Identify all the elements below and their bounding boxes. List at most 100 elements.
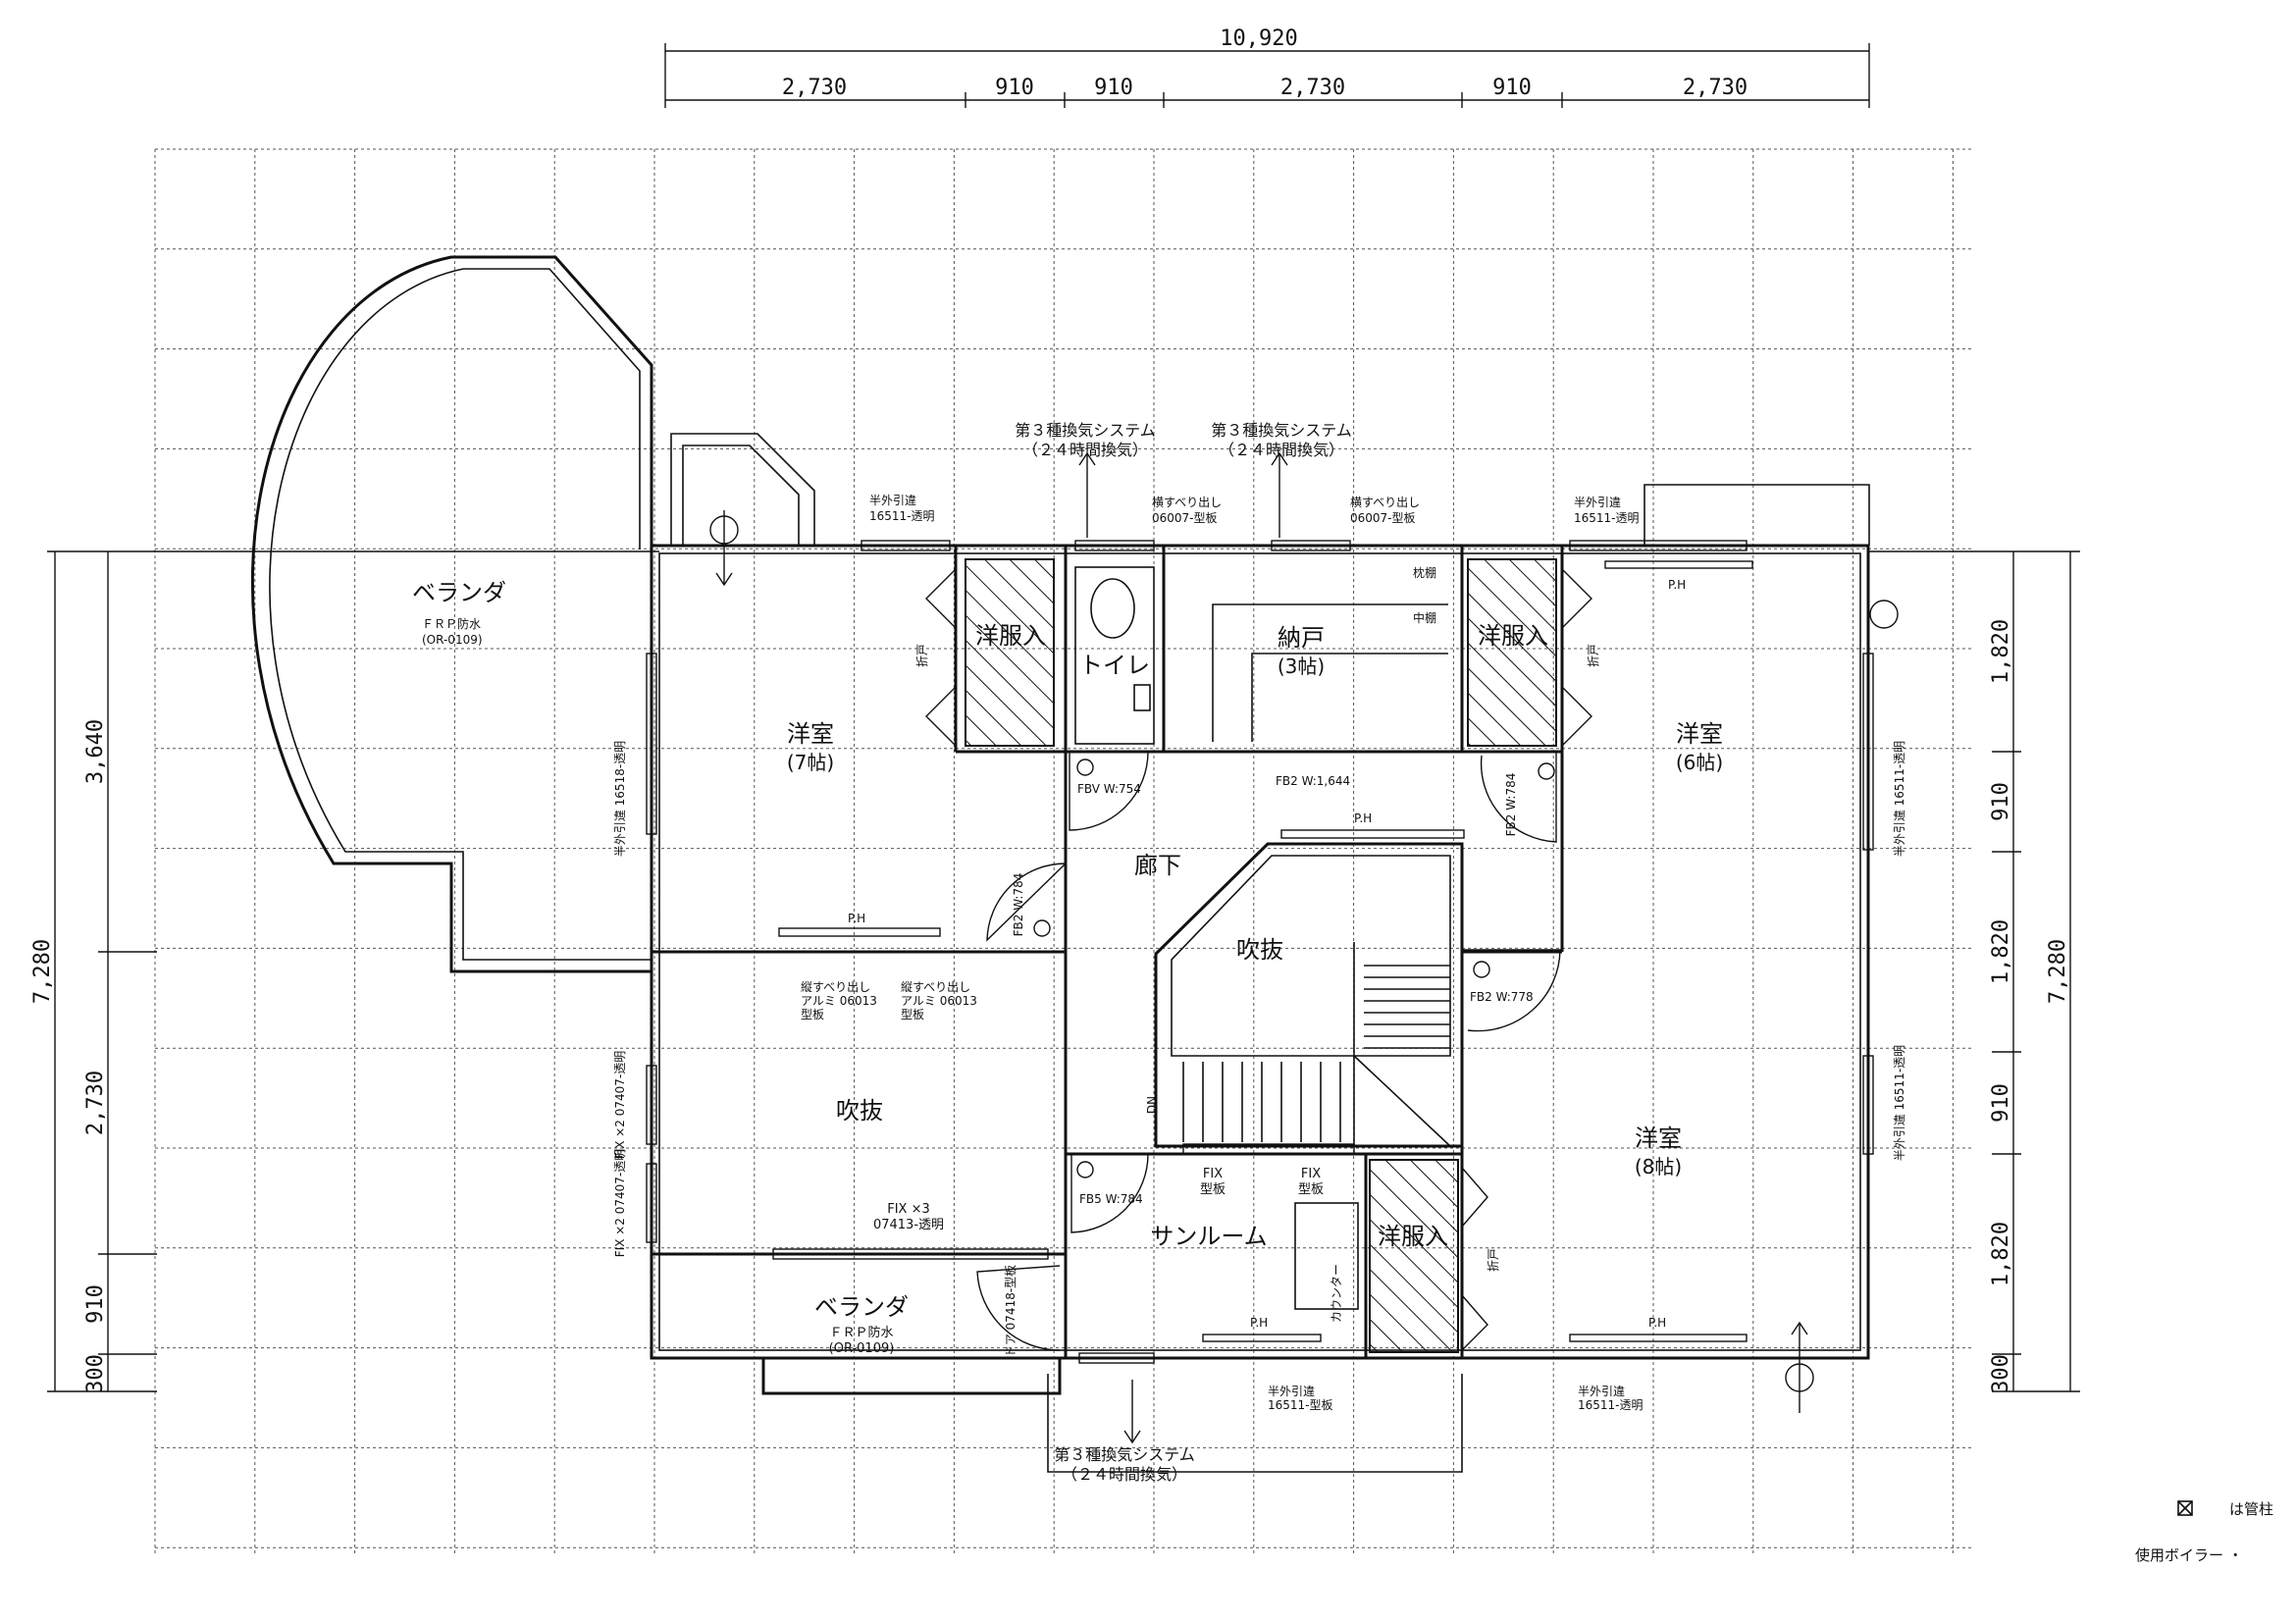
closet-left-label: 洋服入 <box>975 622 1046 650</box>
veranda-top-code: (OR-0109) <box>422 633 483 647</box>
dim-right-seg-3: 1,820 <box>1989 919 2013 984</box>
right-wall-window-a: 半外引違 16511-透明 <box>1893 741 1906 857</box>
veranda-top-spec: ＦＲＰ防水 <box>422 616 481 631</box>
legend-pillar-text: は管柱 <box>2229 1500 2274 1518</box>
closet-bottom-hatch <box>1369 1159 1459 1353</box>
folding-door-right: 折戸 <box>1586 644 1600 667</box>
dim-right-seg-2: 910 <box>1989 782 2013 821</box>
right-wall-window-b: 半外引違 16511-透明 <box>1893 1045 1906 1161</box>
win-vent2-1: 横すべり出し <box>1350 496 1420 509</box>
dimension-lines: 10,920 2,730 910 910 2,730 910 2,730 7,2… <box>30 26 2080 1393</box>
storage-shelf-outline <box>1212 603 1448 742</box>
veranda-bottom-name: ベランダ <box>814 1293 909 1321</box>
dim-right-seg-6: 300 <box>1989 1354 2013 1393</box>
dim-left-seg-4: 300 <box>83 1354 108 1393</box>
stair-void <box>1154 842 1464 1148</box>
win-top-right-2: 16511-透明 <box>1574 511 1640 525</box>
win-inner-1: 縦すべり出し <box>801 980 870 994</box>
win-top-left-1: 半外引違 <box>869 494 916 507</box>
win-bottom-2b: 16511-透明 <box>1578 1398 1644 1412</box>
shelf-middle: 中棚 <box>1413 610 1436 625</box>
pillar-markers <box>709 515 1899 1392</box>
vent-system-1-sub: （２４時間換気） <box>1022 441 1148 459</box>
fix-x3-code: 07413-透明 <box>873 1218 944 1232</box>
win-vent1-1: 横すべり出し <box>1152 496 1222 509</box>
dim-top-seg-4: 2,730 <box>1280 76 1345 100</box>
ph-center: P.H <box>1354 812 1372 825</box>
dim-top-seg-1: 2,730 <box>782 76 847 100</box>
dim-left-seg-2: 2,730 <box>83 1071 108 1135</box>
dim-right-seg-4: 910 <box>1989 1083 2013 1123</box>
dim-left-seg-1: 3,640 <box>83 719 108 784</box>
western-room-7-size: (7帖) <box>787 751 834 774</box>
vent-arrows <box>715 451 1808 1444</box>
dim-right-seg-1: 1,820 <box>1989 619 2013 684</box>
void-left-label: 吹抜 <box>836 1097 883 1125</box>
western-room-6-size: (6帖) <box>1676 751 1723 774</box>
dim-top-seg-2: 910 <box>995 76 1034 100</box>
left-wall-window: 半外引違 16518-透明 <box>613 741 627 857</box>
vent-system-3-sub: （２４時間換気） <box>1062 1465 1187 1484</box>
module-grid <box>154 148 1972 1554</box>
void-center-label: 吹抜 <box>1236 936 1283 964</box>
veranda-bottom-code: (OR-0109) <box>829 1341 895 1356</box>
walls <box>650 484 1870 1473</box>
win-top-left-2: 16511-透明 <box>869 509 935 523</box>
closet-left-hatch <box>965 558 1055 747</box>
fb2-storage: FB2 W:1,644 <box>1276 774 1350 788</box>
win-vent1-2: 06007-型板 <box>1152 511 1218 525</box>
western-room-8-name: 洋室 <box>1635 1125 1682 1152</box>
fix-x2-b: FIX ×2 07407-透明 <box>613 1149 627 1258</box>
ph-sunroom: P.H <box>1250 1316 1268 1330</box>
vent-system-2-sub: （２４時間換気） <box>1219 441 1344 459</box>
closet-bottom-label: 洋服入 <box>1378 1223 1448 1250</box>
dim-total-width: 10,920 <box>1220 26 1297 51</box>
storage-name: 納戸 <box>1278 624 1325 652</box>
fix-x2-a: FIX ×2 07407-透明 <box>613 1051 627 1160</box>
fix-sunroom-2b: 型板 <box>1298 1182 1324 1197</box>
win-inner-2b: アルミ 06013 <box>901 994 977 1008</box>
fb2-stairs: FB2 W:778 <box>1470 990 1534 1004</box>
sunroom-label: サンルーム <box>1150 1223 1267 1250</box>
ph-left: P.H <box>848 912 865 925</box>
legend-boiler-text: 使用ボイラー ・ <box>2135 1546 2243 1564</box>
western-room-7-name: 洋室 <box>787 720 834 748</box>
dim-right-seg-5: 1,820 <box>1989 1222 2013 1286</box>
dim-right-total: 7,280 <box>2046 939 2070 1004</box>
windows <box>646 540 1874 1364</box>
win-inner-2: 縦すべり出し <box>901 980 970 994</box>
door-swings <box>976 751 1561 1351</box>
hallway-label: 廊下 <box>1134 852 1181 879</box>
closet-right-label: 洋服入 <box>1478 622 1548 650</box>
fb5-sunroom: FB5 W:784 <box>1079 1192 1143 1206</box>
veranda-bottom-spec: ＦＲＰ防水 <box>829 1325 893 1340</box>
fb2-left-room: FB2 W:784 <box>1012 873 1025 937</box>
stair-treads <box>1182 965 1450 1142</box>
toilet-fixture <box>1074 566 1155 745</box>
fix-x3: FIX ×3 <box>887 1202 930 1217</box>
fix-sunroom-2: FIX <box>1301 1167 1321 1181</box>
upper-veranda-outline <box>251 255 815 973</box>
dim-top-seg-3: 910 <box>1094 76 1133 100</box>
western-room-6-name: 洋室 <box>1676 720 1723 748</box>
counter-label: カウンター <box>1330 1264 1343 1323</box>
fbv-toilet: FBV W:754 <box>1077 782 1141 796</box>
fix-sunroom-1b: 型板 <box>1200 1182 1226 1197</box>
vent-system-1-label: 第３種換気システム <box>1015 421 1156 440</box>
win-bottom-1b: 16511-型板 <box>1268 1398 1333 1412</box>
closets <box>965 558 1557 1353</box>
win-inner-1b: アルミ 06013 <box>801 994 877 1008</box>
win-top-right-1: 半外引違 <box>1574 496 1621 509</box>
closet-right-hatch <box>1467 558 1557 747</box>
veranda-top-name: ベランダ <box>412 579 506 606</box>
folding-door-bottom: 折戸 <box>1486 1248 1500 1272</box>
fix-sunroom-1: FIX <box>1203 1167 1223 1181</box>
ph-bottom-right: P.H <box>1648 1316 1666 1330</box>
folding-door-left: 折戸 <box>914 644 929 667</box>
dim-left-seg-3: 910 <box>83 1284 108 1324</box>
ph-top-right: P.H <box>1668 578 1686 592</box>
veranda-door: ドア 07418-型板 <box>1004 1265 1018 1357</box>
win-inner-2c: 型板 <box>901 1008 924 1021</box>
dim-top-seg-6: 2,730 <box>1683 76 1748 100</box>
